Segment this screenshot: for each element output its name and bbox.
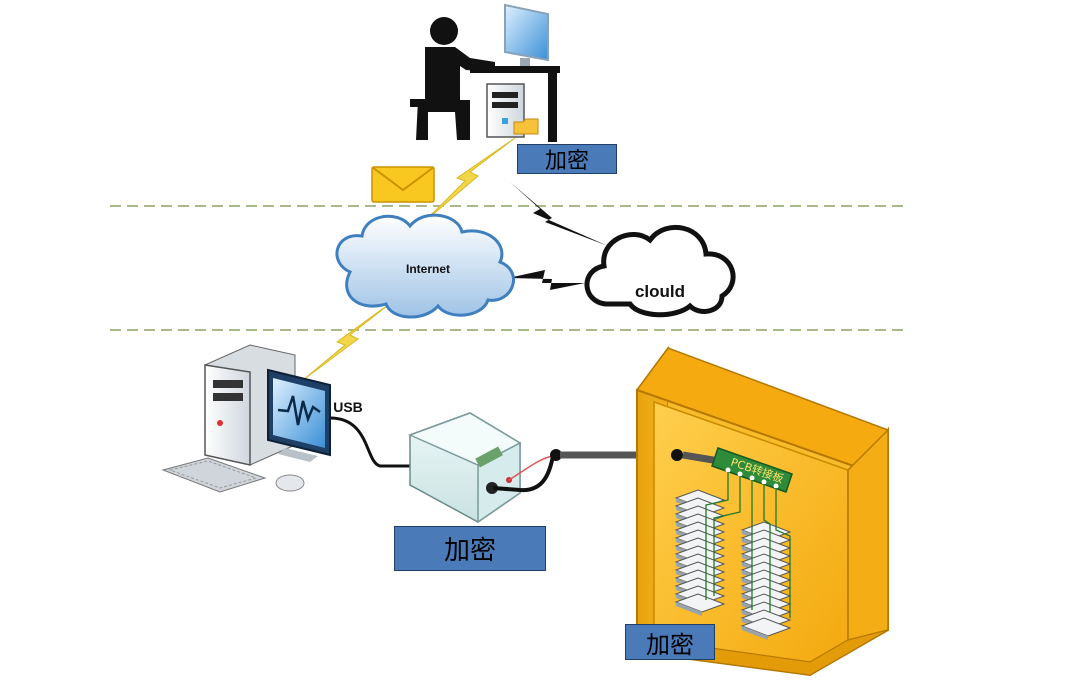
envelope-icon bbox=[371, 166, 435, 203]
encrypt-label-storage: 加密 bbox=[625, 624, 715, 660]
cloud-icon bbox=[584, 224, 736, 318]
device-cable-red bbox=[508, 455, 554, 481]
cable-connector-left bbox=[550, 449, 562, 461]
usb-cable bbox=[329, 416, 412, 468]
wireless-link-user-internet bbox=[423, 137, 516, 223]
internet-label: Internet bbox=[406, 262, 450, 276]
wireless-link-internet-cloud bbox=[508, 270, 585, 290]
drive-stack-left bbox=[674, 489, 726, 616]
drive-stack-right bbox=[740, 521, 792, 640]
encrypt-label-user: 加密 bbox=[517, 144, 617, 174]
cable-connector-right bbox=[671, 449, 683, 461]
encrypt-label-device: 加密 bbox=[394, 526, 546, 571]
wireless-link-user-cloud bbox=[510, 182, 608, 246]
device-cable bbox=[492, 455, 555, 493]
drive-unit-edge bbox=[742, 626, 768, 640]
internet-cloud-icon bbox=[335, 213, 515, 319]
pcb-wires bbox=[705, 472, 791, 618]
user-workstation-icon bbox=[410, 3, 560, 142]
pcb-board-icon bbox=[711, 447, 793, 493]
drive-unit-edge bbox=[676, 602, 702, 616]
desktop-computer-icon bbox=[161, 344, 331, 493]
encryption-device-icon bbox=[407, 412, 522, 524]
cloud-label: clould bbox=[635, 282, 685, 301]
usb-label: USB bbox=[333, 399, 363, 415]
wireless-link-internet-pc bbox=[302, 301, 393, 381]
